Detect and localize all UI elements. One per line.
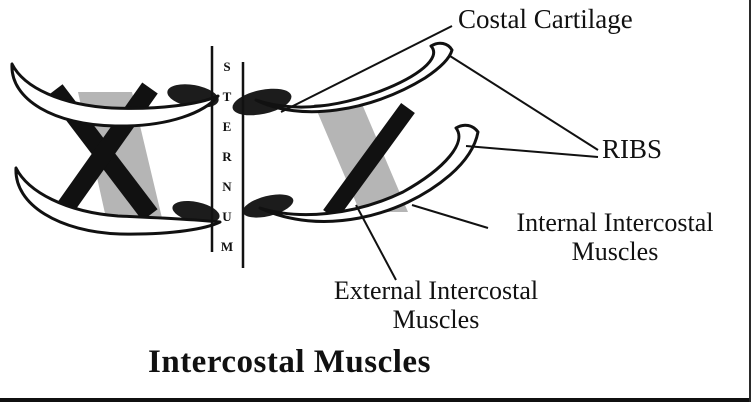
costal-cartilage-shading-left-lower — [172, 201, 220, 223]
label-internal-line1: Internal Intercostal — [516, 208, 714, 237]
scan-edge-right — [749, 0, 751, 402]
label-ribs: RIBS — [602, 134, 663, 164]
label-external-intercostal-muscles: External Intercostal Muscles — [300, 276, 572, 334]
rib-right-lower — [258, 123, 480, 223]
leader-line-external-intercostal — [355, 204, 397, 281]
leader-line-ribs-upper — [449, 55, 599, 151]
label-internal-intercostal-muscles: Internal Intercostal Muscles — [486, 208, 744, 266]
sternum-letter: T — [222, 89, 232, 104]
sternum-label: S T E R N U M — [216, 52, 238, 262]
label-costal-cartilage: Costal Cartilage — [458, 4, 633, 34]
sternum-letter: E — [222, 119, 232, 134]
sternum-letter: M — [220, 239, 234, 254]
leader-line-ribs-lower — [465, 145, 599, 158]
leader-line-costal-cartilage — [280, 25, 453, 113]
leader-line-internal-intercostal — [411, 204, 489, 229]
diagram-title: Intercostal Muscles — [148, 344, 431, 380]
internal-intercostal-muscle-right — [314, 104, 408, 212]
sternum-letter: S — [223, 59, 231, 74]
label-external-line2: Muscles — [392, 305, 480, 334]
sternum-letter: U — [222, 209, 232, 224]
external-intercostal-muscle-right — [323, 102, 415, 221]
sternum-letter: R — [222, 149, 232, 164]
label-internal-line2: Muscles — [571, 237, 659, 266]
sternum-letter: N — [222, 179, 232, 194]
scan-edge-bottom — [0, 398, 751, 402]
label-external-line1: External Intercostal — [333, 276, 539, 305]
rib-left-lower — [14, 166, 222, 236]
rib-left-upper — [10, 62, 220, 128]
rib-right-upper — [254, 41, 454, 114]
